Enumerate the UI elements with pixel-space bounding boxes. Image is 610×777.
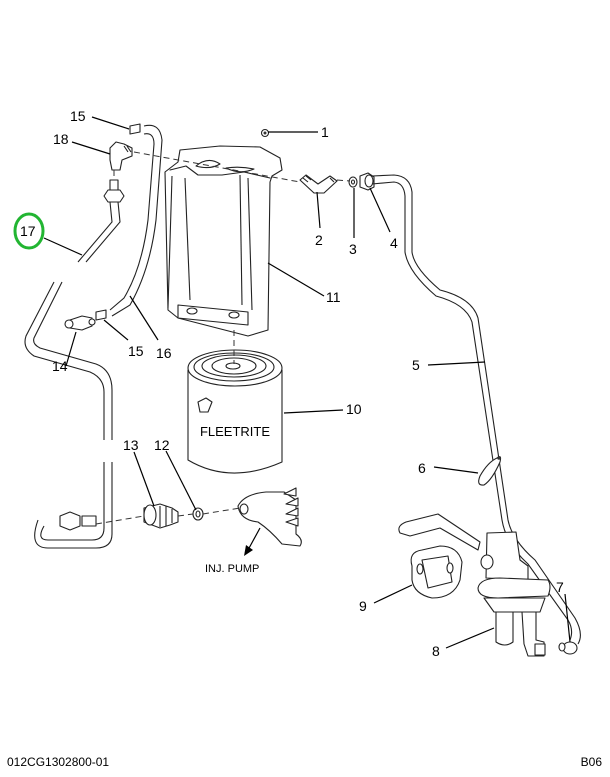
elbow-fitting-part-2[interactable] [299,174,338,194]
fuel-line-part-5[interactable] [371,174,581,645]
callout-18[interactable]: 18 [53,131,69,147]
callout-1[interactable]: 1 [321,124,329,140]
clip-part-15-upper[interactable] [129,123,141,135]
gasket-part-9[interactable] [410,545,463,599]
plug-part-1[interactable] [260,128,270,138]
hose-part-16[interactable] [109,124,163,317]
clip-part-15-lower[interactable] [95,309,107,321]
page-code: B06 [580,755,602,769]
callout-11[interactable]: 11 [326,289,341,305]
callout-2[interactable]: 2 [315,232,323,248]
callout-3[interactable]: 3 [349,241,357,257]
callout-12[interactable]: 12 [154,437,170,453]
connector-part-13[interactable] [143,503,179,529]
callout-labels: 1 2 3 4 5 6 7 8 9 10 11 12 13 14 15 16 1… [20,108,564,659]
elbow-fitting-part-18[interactable] [109,141,133,171]
tee-fitting-part-14[interactable] [64,315,96,331]
leader-lines [43,116,571,649]
callout-15-lower[interactable]: 15 [128,343,144,359]
callout-7[interactable]: 7 [556,579,564,595]
callout-14[interactable]: 14 [52,358,68,374]
callout-6[interactable]: 6 [418,460,426,476]
callout-4[interactable]: 4 [390,235,398,251]
callout-13[interactable]: 13 [123,437,139,453]
drawing-number: 012CG1302800-01 [7,755,110,769]
fitting-part-7[interactable] [558,641,578,655]
callout-8[interactable]: 8 [432,643,440,659]
fuel-filter-part-10[interactable]: FLEETRITE [187,349,283,474]
fuel-pump-part-8[interactable] [398,513,551,657]
callout-10[interactable]: 10 [346,401,362,417]
clip-part-6[interactable] [478,456,502,486]
callout-9[interactable]: 9 [359,598,367,614]
callout-16[interactable]: 16 [156,345,172,361]
callout-15-upper[interactable]: 15 [70,108,86,124]
assembly-lines [95,151,351,525]
fuel-line-part-17[interactable] [24,179,125,549]
washer-part-3[interactable] [348,176,358,188]
inj-pump-label: INJ. PUMP [205,563,259,575]
injection-pump[interactable] [237,487,302,547]
o-ring-part-12[interactable] [192,507,204,521]
filter-base-bracket[interactable] [164,145,283,337]
callout-17[interactable]: 17 [20,223,36,239]
callout-5[interactable]: 5 [412,357,420,373]
highlight-circle-17 [13,212,45,250]
nut-part-4[interactable] [359,172,375,191]
filter-brand-label: FLEETRITE [200,424,270,439]
